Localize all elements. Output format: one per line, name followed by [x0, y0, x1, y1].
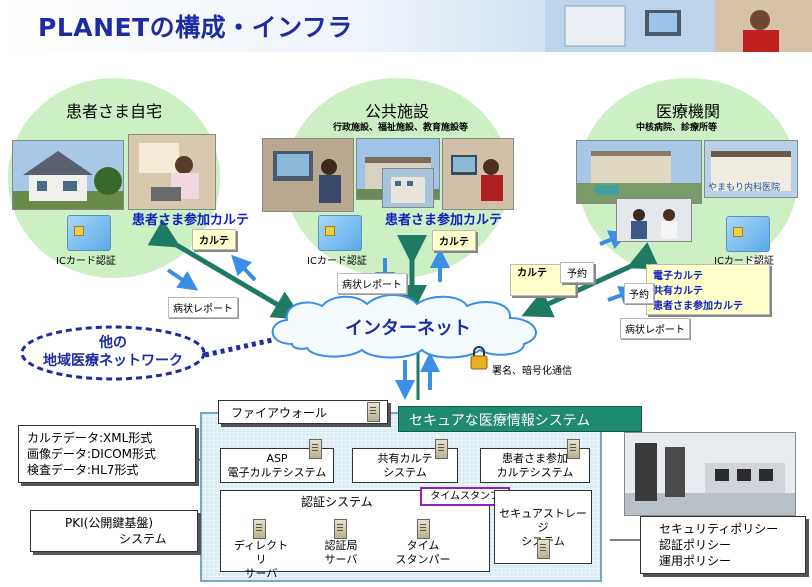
stamp-line2: スタンパー [395, 553, 451, 566]
medical-karte-list: 電子カルテ 共有カルテ 患者さま参加カルテ [646, 264, 770, 315]
medical-subtitle: 中核病院、診療所等 [636, 123, 718, 133]
patient-karte-module: 患者さま参加 カルテシステム [480, 439, 590, 483]
home-card-label: ICカード認証 [56, 256, 116, 267]
data-format-item: 検査データ:HL7形式 [27, 463, 139, 477]
public-karte-label: 患者さま参加カルテ [385, 213, 503, 228]
firewall-label: ファイアウォール [231, 406, 328, 420]
server-icon [537, 539, 550, 559]
other-network-line1: 他の [99, 335, 127, 351]
server-icon [309, 439, 322, 459]
server-icon [334, 519, 347, 539]
policy-item: 運用ポリシー [659, 554, 732, 568]
directory-server-label: ディレクトリ サーバ [229, 539, 293, 581]
auth-title: 認証システム [301, 495, 373, 509]
ca-line2: サーバ [324, 553, 358, 566]
data-format-box: カルテデータ:XML形式 画像データ:DICOM形式 検査データ:HL7形式 [18, 425, 196, 483]
ca-server-label: 認証局 サーバ [309, 539, 373, 567]
home-report: 病状レポート [168, 297, 238, 318]
medical-title: 医療機関 [656, 102, 721, 121]
page-title: PLANETの構成・インフラ [38, 13, 353, 42]
timestamper-label: タイム スタンパー [391, 539, 455, 567]
medical-ic-card [726, 216, 770, 252]
asp-line2: 電子カルテシステム [227, 466, 327, 479]
data-format-item: カルテデータ:XML形式 [27, 431, 153, 445]
home-title: 患者さま自宅 [66, 102, 163, 121]
other-network-line2: 地域医療ネットワーク [43, 353, 183, 369]
public-title: 公共施設 [365, 102, 430, 121]
medical-yoyaku-tag: 予約 [560, 262, 594, 283]
medical-hospital-photo [576, 140, 702, 204]
patient-line1: 患者さま参加 [502, 452, 568, 465]
medical-card-label: ICカード認証 [714, 256, 774, 267]
security-note: 署名、暗号化通信 [492, 366, 572, 377]
home-user-photo [128, 134, 216, 210]
home-karte-label: 患者さま参加カルテ [132, 213, 250, 228]
data-format-item: 画像データ:DICOM形式 [27, 447, 157, 461]
public-photo-4 [442, 138, 514, 210]
asp-line1: ASP [266, 452, 288, 465]
asp-module: ASP 電子カルテシステム [220, 439, 334, 483]
public-card-label: ICカード認証 [307, 256, 367, 267]
public-photo-3 [382, 168, 434, 208]
medical-consult-photo [616, 198, 692, 242]
secure-storage-module: セキュアストレージ システム [494, 490, 592, 564]
karte-list-item: 患者さま参加カルテ [653, 301, 743, 312]
pki-line2: システム [119, 532, 167, 546]
internet-cloud: インターネット [262, 292, 554, 360]
home-karte-tag: カルテ [192, 229, 236, 250]
karte-list-item: 共有カルテ [653, 286, 703, 297]
header-photo [545, 0, 812, 52]
medical-yoyaku-tag-2: 予約 [624, 283, 654, 304]
policy-box: セキュリティポリシー 認証ポリシー 運用ポリシー [640, 516, 806, 574]
policy-item: 認証ポリシー [659, 538, 732, 552]
public-ic-card [318, 215, 362, 251]
medical-clinic-photo [704, 140, 798, 198]
shared-line2: システム [383, 466, 427, 479]
patient-line2: カルテシステム [496, 466, 574, 479]
storage-line1: セキュアストレージ [499, 507, 587, 534]
pki-box: PKI(公開鍵基盤) システム [30, 510, 198, 552]
server-icon [367, 402, 380, 422]
firewall-box: ファイアウォール [218, 400, 388, 424]
medical-internet-arrow [521, 242, 660, 318]
public-karte-tag: カルテ [432, 230, 476, 251]
home-internet-arrow [147, 219, 303, 320]
lock-icon [470, 346, 488, 370]
medical-report: 病状レポート [620, 318, 690, 339]
other-network: 他の 地域医療ネットワーク [20, 325, 206, 381]
public-subtitle: 行政施設、福祉施設、教育施設等 [333, 123, 469, 133]
server-room-photo [624, 432, 796, 516]
ca-line1: 認証局 [324, 539, 358, 552]
home-house-photo [12, 140, 124, 210]
secure-system-band: セキュアな医療情報システム [398, 406, 642, 432]
clinic-sign: やまもり内科医院 [708, 183, 781, 193]
secure-system-label: セキュアな医療情報システム [409, 413, 591, 429]
server-icon [253, 519, 266, 539]
server-icon [435, 439, 448, 459]
public-report: 病状レポート [337, 273, 407, 294]
shared-line1: 共有カルテ [377, 452, 433, 465]
shared-karte-module: 共有カルテ システム [352, 439, 458, 483]
policy-item: セキュリティポリシー [659, 522, 779, 536]
stamp-line1: タイム [406, 539, 440, 552]
server-icon [567, 439, 580, 459]
internet-label: インターネット [345, 318, 471, 339]
server-icon [417, 519, 430, 539]
directory-line1: ディレクトリ [233, 539, 289, 566]
karte-list-item: 電子カルテ [653, 271, 703, 282]
directory-line2: サーバ [244, 567, 278, 580]
pki-line1: PKI(公開鍵基盤) [65, 516, 154, 530]
home-ic-card [67, 215, 111, 251]
public-photo-1 [262, 138, 354, 212]
